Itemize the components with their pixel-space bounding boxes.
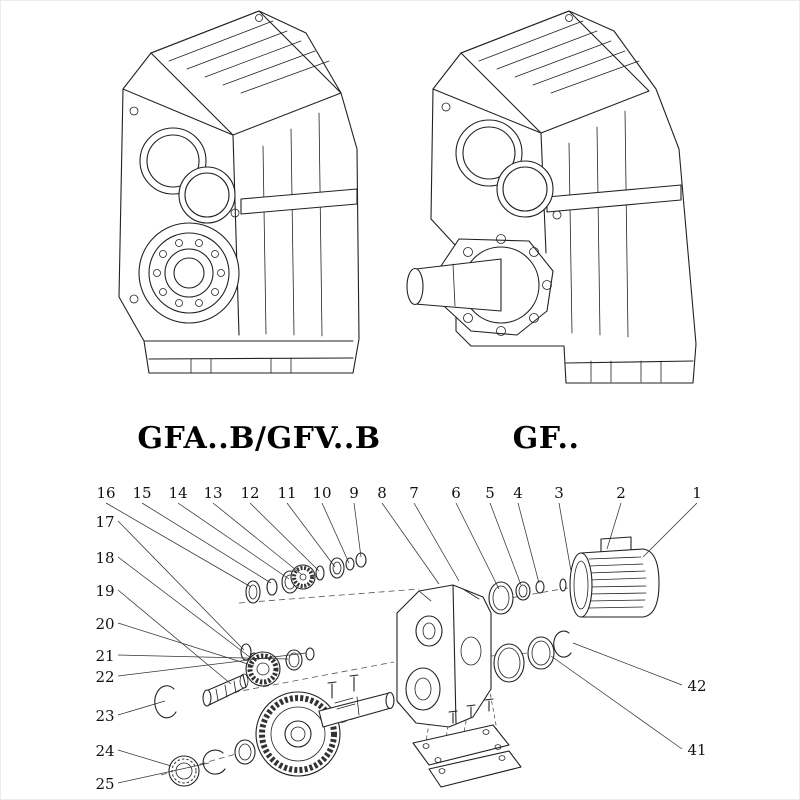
motor-unit	[569, 536, 660, 618]
output-bearing-face	[138, 222, 240, 324]
part-number-3: 3	[554, 484, 564, 502]
part-number-25: 25	[95, 775, 114, 793]
part-number-14: 14	[168, 484, 187, 502]
part-numbers-top-row: 16 15 14 13 12 11 10 9 8 7 6 5 4 3 2 1	[96, 484, 701, 502]
output-shaft-parts	[168, 674, 395, 787]
cooling-fins	[478, 20, 640, 94]
model-label-right: GF..	[513, 421, 580, 456]
right-seal-parts	[488, 578, 567, 615]
upper-bearing-bores	[139, 127, 236, 224]
part-number-7: 7	[409, 484, 419, 502]
part-number-22: 22	[95, 668, 114, 686]
clamp-band	[240, 188, 358, 215]
part-number-6: 6	[451, 484, 461, 502]
stud-bolts	[327, 674, 359, 699]
part-number-20: 20	[95, 615, 114, 633]
upper-bearing-bores	[455, 119, 554, 218]
cooling-fins	[168, 20, 330, 94]
exploded-view-diagram: 16 15 14 13 12 11 10 9 8 7 6 5 4 3 2 1 1…	[95, 484, 706, 793]
part-number-1: 1	[692, 484, 702, 502]
part-number-15: 15	[132, 484, 151, 502]
part-number-23: 23	[95, 707, 114, 725]
output-bearing-rings	[493, 630, 572, 683]
part-numbers-left-column: 17 18 19 20 21 22 23 24 25	[95, 513, 114, 793]
part-number-18: 18	[95, 549, 114, 567]
cover-bolts	[448, 698, 494, 724]
cover-plates	[412, 698, 522, 788]
part-number-4: 4	[513, 484, 523, 502]
part-number-12: 12	[240, 484, 259, 502]
part-number-19: 19	[95, 582, 114, 600]
part-number-42: 42	[687, 677, 706, 695]
part-number-9: 9	[349, 484, 359, 502]
part-number-16: 16	[96, 484, 115, 502]
gearbox-right-drawing	[406, 10, 697, 384]
part-number-41: 41	[687, 741, 706, 759]
model-label-left: GFA..B/GFV..B	[137, 421, 380, 456]
part-number-13: 13	[203, 484, 222, 502]
part-number-2: 2	[616, 484, 626, 502]
leader-lines	[105, 502, 698, 784]
snap-ring	[154, 685, 177, 719]
part-number-17: 17	[95, 513, 114, 531]
assembly-axes	[160, 585, 580, 776]
part-number-8: 8	[377, 484, 387, 502]
gear-housing	[396, 584, 492, 728]
part-number-11: 11	[277, 484, 296, 502]
output-shaft	[406, 258, 502, 312]
intermediate-shaft-parts	[154, 643, 315, 719]
part-numbers-right-column: 42 41	[687, 677, 706, 759]
part-number-5: 5	[485, 484, 495, 502]
part-number-24: 24	[95, 742, 114, 760]
part-number-21: 21	[95, 647, 114, 665]
part-number-10: 10	[312, 484, 331, 502]
gearbox-left-drawing	[118, 10, 360, 374]
